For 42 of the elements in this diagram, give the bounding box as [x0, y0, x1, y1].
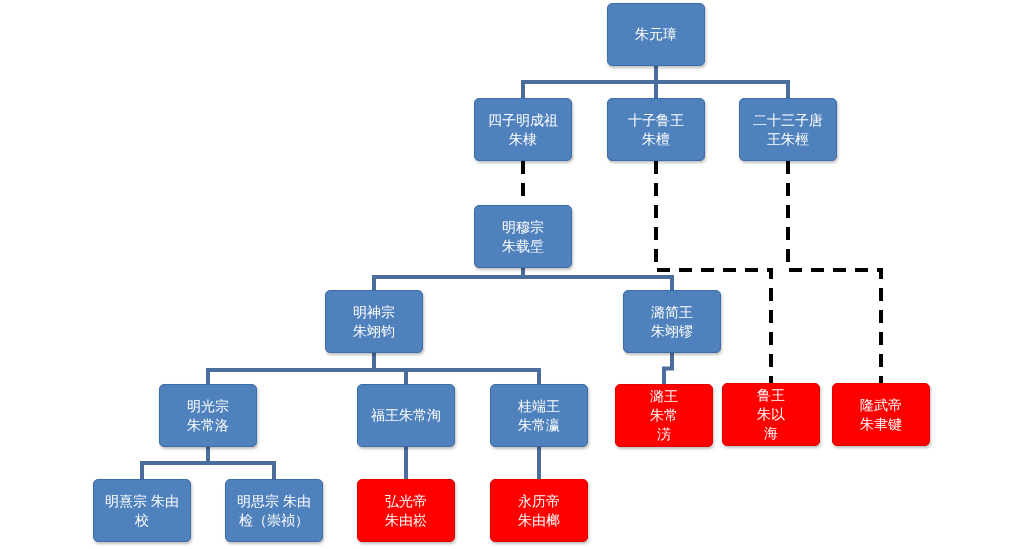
person-name: 弘光帝朱由崧: [385, 491, 427, 530]
person-name: 鲁王朱以海: [757, 386, 785, 443]
connector-line: [521, 268, 674, 290]
person-name: 明熹宗 朱由校: [104, 491, 180, 530]
person-box: [159, 384, 257, 447]
person-name: 明思宗 朱由检（崇祯）: [236, 491, 312, 530]
person-name: 明光宗朱常洛: [187, 396, 229, 435]
person-box: [490, 384, 588, 447]
person-name: 明神宗朱翊钧: [353, 302, 395, 341]
connector-line: [537, 447, 541, 479]
person-box: [607, 3, 705, 66]
person-box: [357, 384, 455, 447]
highlighted-person-box: [722, 383, 820, 446]
connector-line: [662, 353, 674, 384]
highlighted-person-box: [490, 479, 588, 542]
connector-line: [404, 447, 408, 479]
person-name: 潞简王朱翊镠: [651, 302, 693, 341]
person-box: [474, 205, 572, 268]
person-name: 明穆宗朱载垕: [502, 217, 544, 256]
highlighted-person-box: [357, 479, 455, 542]
person-box: [225, 479, 323, 542]
person-name: 桂端王朱常瀛: [518, 396, 560, 435]
dashed-connector: [654, 161, 773, 383]
person-box: [607, 98, 705, 161]
person-box: [739, 98, 837, 161]
connector-line: [206, 447, 276, 479]
person-name: 朱元璋: [634, 25, 678, 44]
connector-line: [654, 66, 790, 98]
person-box: [93, 479, 191, 542]
person-name: 永历帝朱由榔: [518, 491, 560, 530]
dashed-connector: [786, 161, 883, 383]
person-name: 十子鲁王朱檀: [628, 110, 684, 149]
person-name: 二十三子唐王朱桱: [753, 110, 823, 149]
person-name: 隆武帝朱聿键: [860, 395, 902, 434]
person-box: [474, 98, 572, 161]
highlighted-person-box: [832, 383, 930, 446]
person-name: 四子明成祖朱棣: [488, 110, 558, 149]
person-box: [623, 290, 721, 353]
person-box: [325, 290, 423, 353]
person-name: 潞王朱常淓: [650, 387, 678, 444]
highlighted-person-box: [615, 384, 713, 447]
person-name: 福王朱常洵: [370, 406, 442, 425]
